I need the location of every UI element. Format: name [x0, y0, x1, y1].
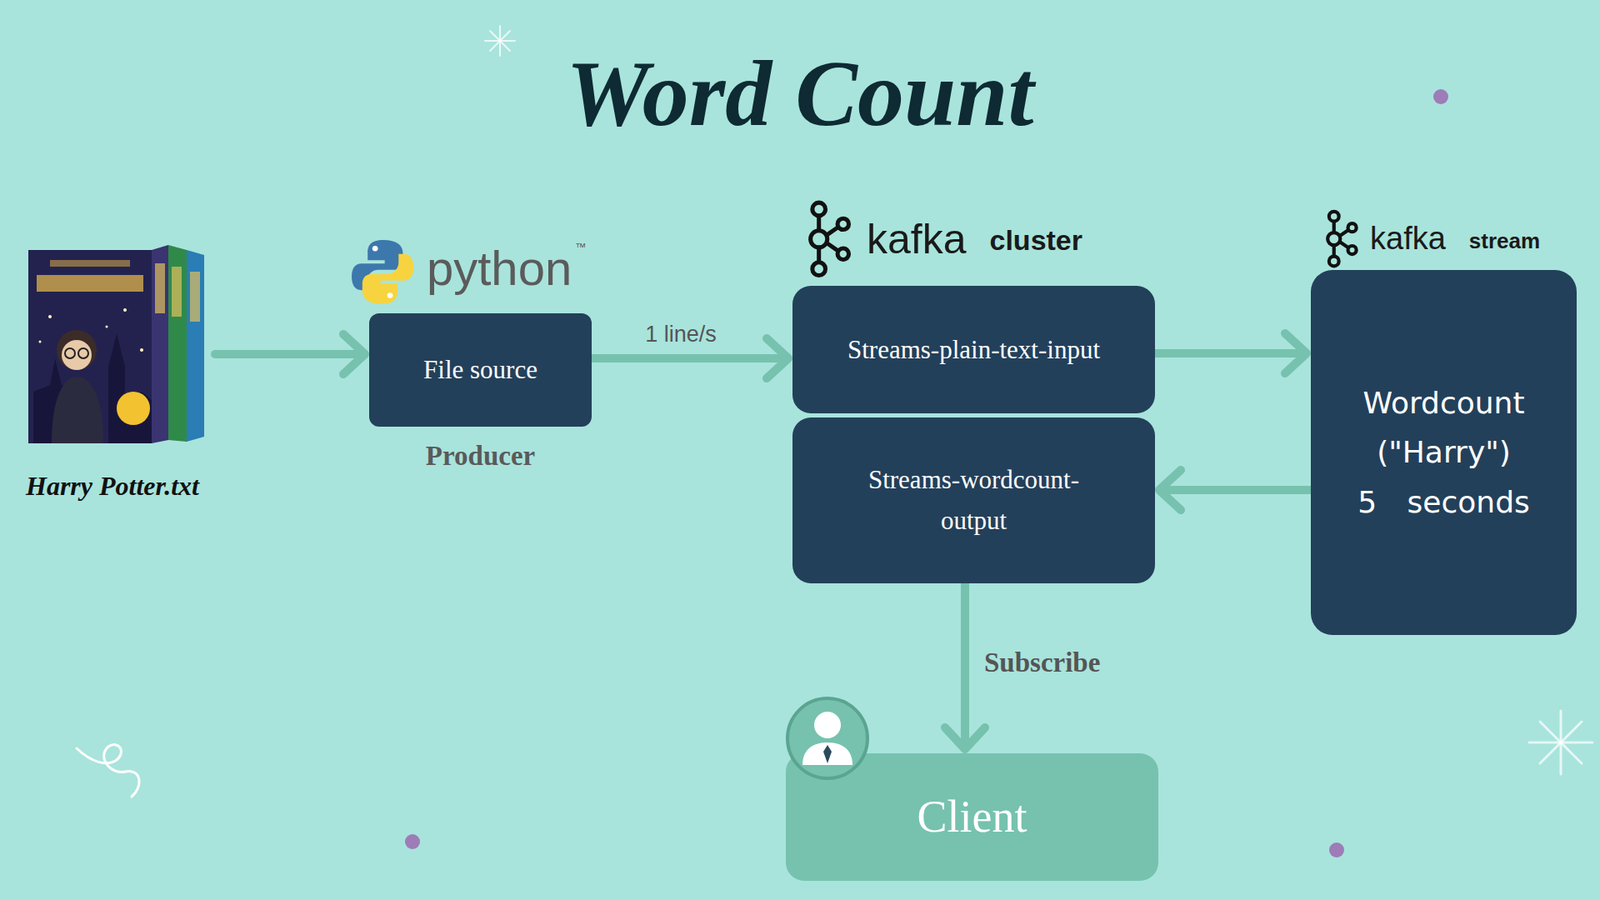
kafka-logo [1329, 211, 1340, 222]
sparkle [490, 30, 510, 51]
stream-processor-box: Wordcount ("Harry") 5 seconds [1310, 270, 1577, 635]
file-name: Harry Potter.txt [25, 470, 200, 502]
python-logo [372, 245, 379, 252]
edge-label: 1 line/s [645, 320, 717, 348]
person-icon [814, 711, 841, 739]
section-heading: stream [1469, 228, 1540, 255]
book-illustration [186, 250, 205, 442]
arrow-head [343, 334, 365, 375]
background-dot [405, 834, 420, 850]
topic-name: Streams-wordcount-output [849, 460, 1100, 540]
kafka-logo [1327, 211, 1356, 267]
topic-box: Streams-plain-text-input [792, 285, 1155, 414]
sparkle [490, 30, 510, 51]
role-caption: Producer [425, 440, 535, 474]
logo-wordmark: kafka [1370, 220, 1446, 259]
file-illustration-node: Harry Potter.txt [10, 245, 215, 447]
connector-line [1162, 485, 1311, 495]
connector-arrow [215, 334, 365, 375]
connector-arrow [1159, 470, 1311, 510]
book-illustration [140, 348, 144, 352]
topic-box: Streams-wordcount-output [792, 417, 1155, 584]
book-illustration [28, 250, 152, 444]
background-dot [1329, 842, 1345, 858]
sparkle [1529, 710, 1593, 775]
connector-line [1155, 349, 1304, 358]
person-icon [787, 698, 868, 779]
trademark-sign: ™ [575, 240, 586, 255]
kafka-logo [826, 226, 840, 235]
squiggle [76, 745, 140, 797]
book-illustration [65, 348, 75, 359]
python-logo [351, 240, 414, 305]
book-illustration [151, 245, 169, 444]
book-illustration [78, 348, 89, 359]
background-dot [1433, 89, 1449, 105]
squiggle [76, 745, 140, 797]
book-illustration [116, 391, 150, 425]
book-illustration [123, 308, 127, 312]
diagram-title: Word Count [0, 40, 1600, 148]
process-box: File sourceProducer [369, 313, 592, 427]
client-label: Client [917, 790, 1028, 845]
arrow-head [1159, 470, 1181, 510]
arrow-head [766, 338, 789, 379]
kafka-logo [1332, 245, 1336, 256]
client-box: Client [785, 753, 1159, 881]
book-illustration [50, 260, 130, 267]
book-illustration [105, 325, 109, 329]
book-illustration [155, 263, 165, 314]
arrow-head [945, 727, 985, 750]
person-icon [802, 742, 853, 765]
person-icon [784, 695, 871, 782]
book-illustration [61, 340, 92, 370]
python-logo [362, 254, 414, 305]
box-label: File source [423, 354, 538, 385]
book-illustration [28, 245, 205, 444]
kafka-logo [812, 262, 826, 276]
processor-label: Wordcount ("Harry") 5 seconds [1355, 378, 1533, 527]
connector-line [215, 350, 362, 359]
book-illustration [56, 330, 97, 370]
kafka-logo [816, 215, 821, 231]
section-heading: cluster [990, 223, 1084, 258]
kafka-logo [826, 242, 840, 251]
book-illustration [39, 340, 42, 344]
book-illustration [171, 266, 182, 317]
sparkle [485, 25, 515, 56]
background-dot [405, 89, 1449, 858]
logo-wordmark: kafka [866, 214, 967, 265]
connector-line [960, 583, 970, 746]
kafka-logo [1332, 221, 1336, 233]
sparkle [1540, 721, 1582, 764]
book-illustration [190, 271, 200, 322]
python-logo [362, 254, 414, 305]
kafka-logo [1339, 230, 1349, 237]
book-illustration [48, 315, 52, 319]
kafka-logo [816, 247, 821, 263]
arrow-head [1285, 333, 1307, 374]
edge-label: Subscribe [984, 646, 1100, 680]
book-illustration [108, 333, 152, 444]
sparkle [1540, 721, 1582, 764]
python-logo [387, 292, 394, 299]
kafka-logo [812, 202, 826, 216]
kafka-logo [810, 202, 850, 275]
logo-wordmark: python [426, 239, 572, 298]
book-illustration [51, 376, 104, 444]
kafka-logo [1329, 256, 1340, 267]
person-icon [823, 745, 832, 764]
kafka-logo [810, 230, 828, 248]
connector-arrow [1155, 333, 1307, 374]
connector-arrow [945, 583, 985, 750]
kafka-logo [1327, 232, 1340, 245]
topic-name: Streams-plain-text-input [847, 334, 1100, 365]
book-illustration [168, 245, 187, 442]
book-illustration [36, 275, 144, 292]
kafka-logo [1339, 241, 1349, 249]
connector-line [591, 354, 785, 363]
